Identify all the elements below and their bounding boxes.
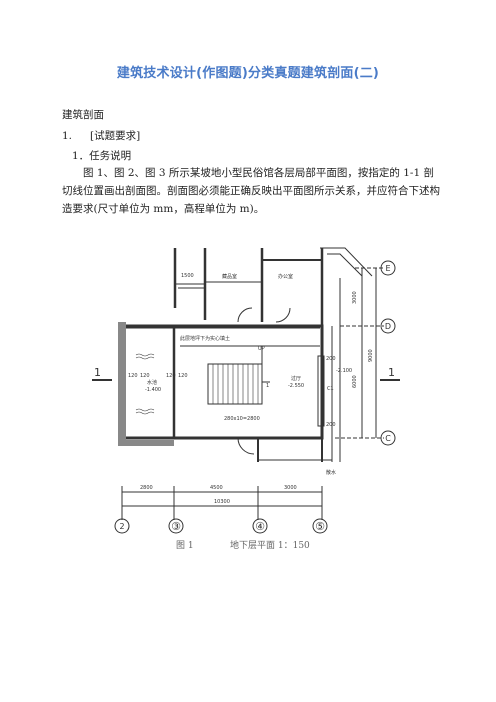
- floor-plan-drawing: 藏品室 办公室 1500 此层地坪下为实心填土 水池 -1.400 过厅 -2.…: [92, 247, 400, 534]
- dim-120-b: 120: [140, 373, 150, 379]
- dim-3000-horizontal: 3000: [284, 485, 297, 491]
- item-text: [试题要求]: [90, 130, 141, 142]
- hall-elevation: -2.550: [288, 383, 304, 389]
- cut-marker-right: 1: [388, 366, 395, 379]
- stair-number: 1: [266, 383, 269, 389]
- axis-e: E: [385, 264, 390, 273]
- figure-caption: 地下层平面 1：150: [230, 541, 310, 551]
- stair-dimension: 280x10=2800: [224, 416, 260, 422]
- document-title: 建筑技术设计(作图题)分类真题建筑剖面(二): [116, 66, 380, 81]
- sub-item: 1．任务说明: [72, 150, 132, 162]
- dim-4500: 4500: [210, 485, 223, 491]
- axis-c: C: [385, 434, 391, 443]
- label-store-room: 藏品室: [222, 273, 237, 280]
- dim-9000-vertical: 9000: [368, 349, 374, 362]
- label-corridor-note: 此层地坪下为实心填土: [180, 335, 230, 342]
- dim-120-d: 120: [178, 373, 188, 379]
- section-heading: 建筑剖面: [62, 109, 104, 121]
- label-slope: 散水: [326, 469, 336, 476]
- label-c1: C1: [327, 386, 334, 392]
- task-paragraph: 图 1、图 2、图 3 所示某坡地小型民俗馆各层局部平面图，按指定的 1-1 剖…: [62, 167, 440, 215]
- dim-2800: 2800: [140, 485, 153, 491]
- dim-3000-vertical: 3000: [352, 291, 358, 304]
- label-pool: 水池: [147, 379, 157, 386]
- dim-200-top: 200: [326, 356, 336, 362]
- dim-200-bottom: 200: [326, 422, 336, 428]
- dim-1500: 1500: [181, 273, 194, 279]
- stair-up-label: UP: [258, 346, 265, 352]
- dim-120-a: 120: [128, 373, 138, 379]
- dim-10300: 10300: [214, 499, 230, 505]
- axis-d: D: [385, 322, 391, 331]
- label-office: 办公室: [278, 273, 293, 280]
- label-hall: 过厅: [291, 375, 301, 382]
- dim-6000-vertical: 6000: [352, 375, 358, 388]
- axis-5: ⑤: [315, 520, 325, 533]
- item-number: 1.: [62, 130, 73, 142]
- pool-elevation: -1.400: [145, 387, 161, 393]
- outer-elevation: -2.100: [336, 368, 352, 374]
- axis-4: ④: [255, 520, 265, 533]
- cut-marker-left: 1: [94, 366, 101, 379]
- axis-2: 2: [119, 522, 124, 531]
- dim-120-c: 120: [166, 373, 176, 379]
- figure-label: 图 1: [176, 541, 194, 551]
- axis-3: ③: [171, 520, 181, 533]
